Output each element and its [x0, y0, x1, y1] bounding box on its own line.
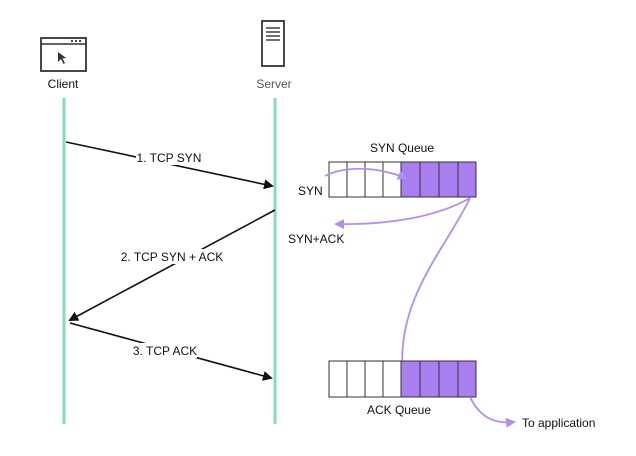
queue-slot-filled: [400, 360, 421, 398]
queue-slot: [346, 161, 366, 198]
queue-slot-filled: [438, 360, 459, 398]
server-icon: [261, 20, 285, 67]
to-application-label: To application: [522, 416, 595, 430]
ack-queue-title: ACK Queue: [367, 403, 431, 417]
queue-slot-filled: [400, 161, 421, 198]
client-label: Client: [48, 77, 79, 91]
queue-slot: [328, 360, 348, 398]
syn-input-label: SYN: [298, 184, 323, 198]
to-application-arrow: [469, 396, 516, 428]
syn-message-label: 1. TCP SYN: [137, 151, 202, 165]
ack-message-label: 3. TCP ACK: [133, 344, 197, 358]
queue-slot-filled: [419, 161, 440, 198]
queue-slot-filled: [457, 360, 477, 398]
queue-slot: [364, 161, 384, 198]
syn-to-ack-queue-arrow: [397, 197, 471, 378]
queue-slot: [382, 161, 402, 198]
queue-slot-filled: [457, 161, 477, 198]
ack-queue: [328, 360, 477, 398]
syn-ack-reply-label: SYN+ACK: [288, 232, 344, 246]
syn-ack-reply-arrow: [334, 197, 471, 230]
syn-enqueue-arrow: [324, 167, 408, 180]
browser-window-icon: [40, 37, 87, 72]
syn-queue: [328, 161, 477, 198]
queue-slot: [346, 360, 366, 398]
queue-slot: [364, 360, 384, 398]
server-label: Server: [256, 77, 291, 91]
queue-slot-filled: [438, 161, 459, 198]
syn-ack-message-arrow: [68, 209, 276, 321]
queue-slot: [382, 360, 402, 398]
queue-slot: [328, 161, 348, 198]
queue-slot-filled: [419, 360, 440, 398]
syn-ack-message-label: 2. TCP SYN + ACK: [121, 250, 224, 264]
syn-queue-title: SYN Queue: [370, 141, 434, 155]
